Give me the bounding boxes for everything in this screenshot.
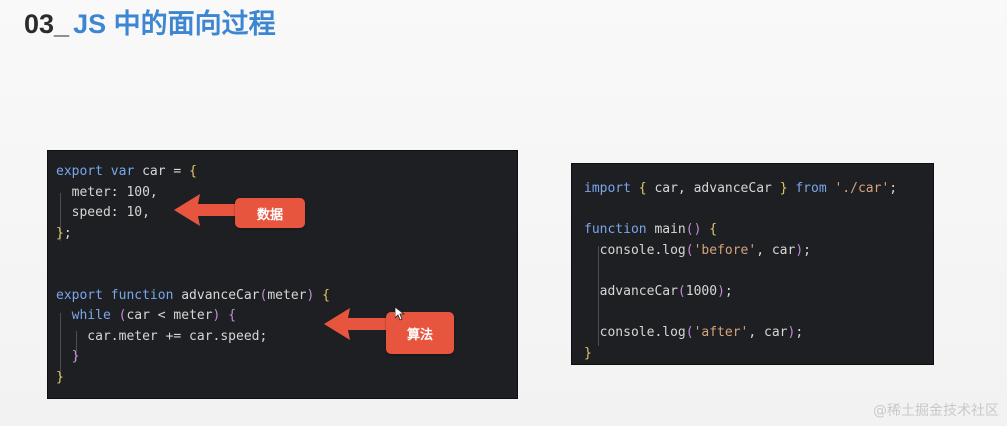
mouse-cursor-icon [395,307,405,321]
code-line: meter: 100, [56,185,158,200]
arrow-left-icon [174,194,242,226]
code-line: car.meter += car.speed; [56,329,268,344]
code-line: console.log('after', car); [584,325,804,340]
code-line: export function advanceCar(meter) { [56,288,330,303]
callout-algorithm-label: 算法 [386,312,454,354]
code-panel-main-module: import { car, advanceCar } from './car';… [572,164,933,364]
arrow-left-icon [324,308,392,340]
code-line: console.log('before', car); [584,243,811,258]
code-line: } [56,349,80,364]
code-line: import { car, advanceCar } from './car'; [584,181,898,196]
code-line: }; [56,226,72,241]
code-block-car: export var car = { meter: 100, speed: 10… [56,163,330,385]
code-line: function main() { [584,222,718,237]
code-line: while (car < meter) { [56,308,237,323]
code-panel-car-module: export var car = { meter: 100, speed: 10… [48,151,517,398]
code-line: } [584,346,592,361]
indent-guide [76,331,77,361]
indent-guide [60,193,61,241]
indent-guide [598,246,599,346]
callout-data-label: 数据 [235,198,305,228]
page-title: 03_JS 中的面向过程 [24,6,276,42]
watermark: @稀土掘金技术社区 [873,403,999,419]
code-line: speed: 10, [56,205,150,220]
code-line: } [56,370,64,385]
title-text: JS 中的面向过程 [73,9,276,39]
indent-guide [60,313,61,379]
title-number: 03_ [24,9,70,39]
code-line: advanceCar(1000); [584,284,733,299]
code-line: export var car = { [56,164,197,179]
code-block-main: import { car, advanceCar } from './car';… [584,180,897,361]
